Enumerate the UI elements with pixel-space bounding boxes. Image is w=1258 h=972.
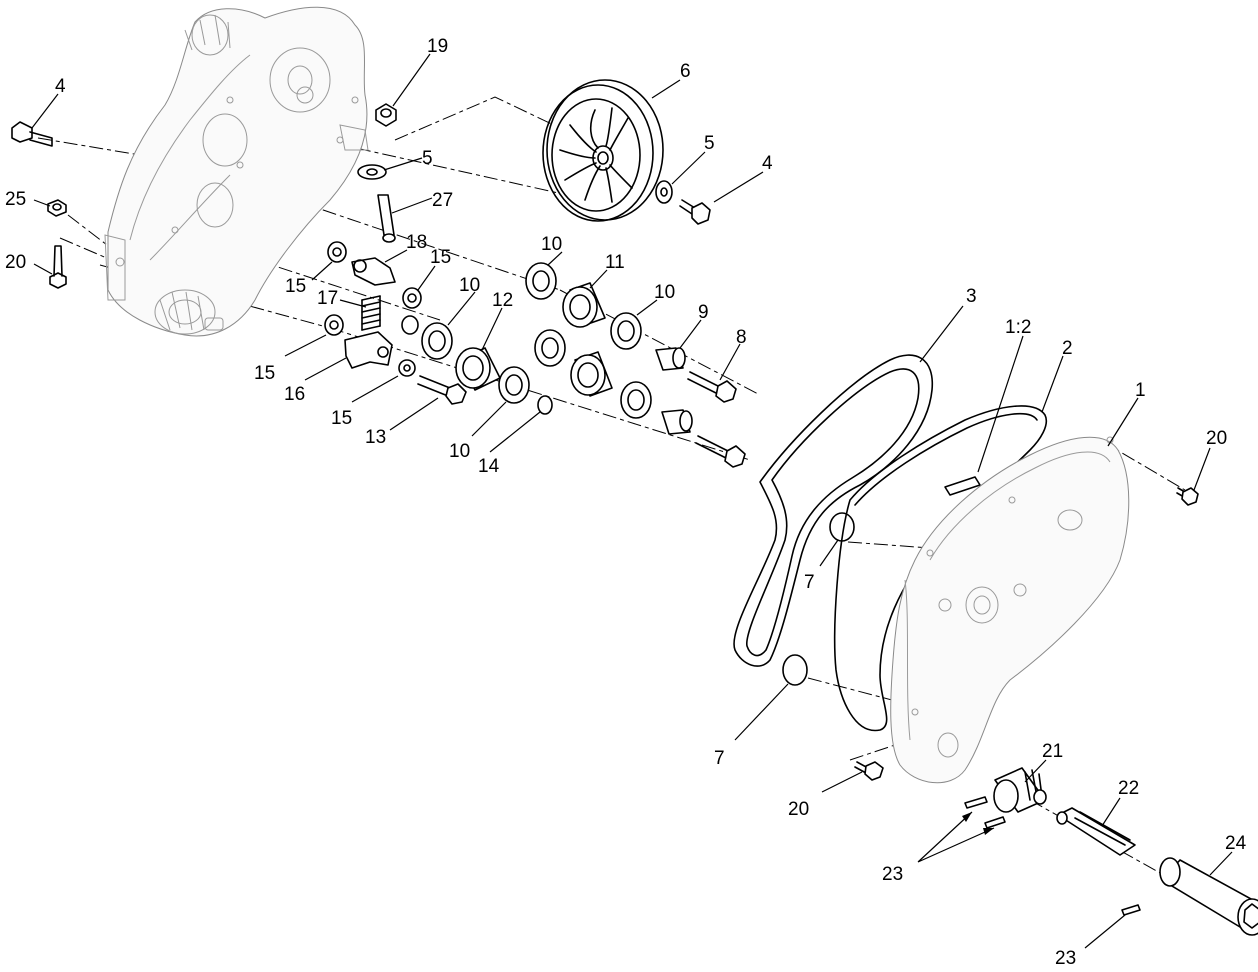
spacer-15-top <box>327 241 347 263</box>
callout-10-d: 10 <box>449 441 470 462</box>
bolt-8-upper <box>687 371 737 403</box>
callout-10-b: 10 <box>654 282 675 303</box>
callout-12: 12 <box>492 290 513 311</box>
washer-5-right <box>655 180 673 204</box>
bolt-4-right <box>679 199 711 225</box>
callout-9: 9 <box>698 302 709 323</box>
spring-17 <box>361 295 381 331</box>
callout-5-right: 5 <box>704 133 715 154</box>
bolt-4-left <box>11 121 53 147</box>
callout-24: 24 <box>1225 833 1247 854</box>
pin-23-b <box>984 816 1006 829</box>
callout-labels: 4 25 20 19 5 27 6 5 4 18 15 15 17 15 16 … <box>5 36 1247 969</box>
bolt-20-right <box>1176 487 1199 506</box>
roller-12 <box>455 347 501 391</box>
bolt-20-left <box>49 245 67 289</box>
callout-6: 6 <box>680 61 691 82</box>
callout-3: 3 <box>966 286 977 307</box>
callout-23-a: 23 <box>882 864 903 885</box>
callout-4-left: 4 <box>55 76 66 97</box>
gear-housing <box>104 6 369 337</box>
callout-1-2: 1:2 <box>1005 317 1031 338</box>
callout-10-c: 10 <box>459 275 480 296</box>
seal-strip <box>944 476 981 496</box>
callout-20-bottom: 20 <box>788 799 809 820</box>
callout-7-upper: 7 <box>804 572 815 593</box>
callout-15-upper: 15 <box>430 247 451 268</box>
washer-5-left <box>357 164 387 180</box>
callout-23-b: 23 <box>1055 948 1076 969</box>
bearing-10-a <box>525 262 557 300</box>
callout-2: 2 <box>1062 338 1073 359</box>
bearing-10-f <box>620 381 652 419</box>
callout-15-top: 15 <box>285 276 306 297</box>
callout-25: 25 <box>5 189 26 210</box>
leader-lines <box>31 53 1233 949</box>
roller-11-lower <box>570 351 613 397</box>
bolt-20-bottom <box>854 761 884 781</box>
bearing-10-d <box>534 329 566 367</box>
callout-4-right: 4 <box>762 153 773 174</box>
drive-belt <box>733 354 934 667</box>
callout-19: 19 <box>427 36 448 57</box>
callout-22: 22 <box>1118 778 1139 799</box>
callout-11: 11 <box>605 252 625 273</box>
snap-ring-14 <box>537 395 553 415</box>
callout-21: 21 <box>1042 741 1063 762</box>
callout-5-left: 5 <box>422 148 433 169</box>
drive-cover <box>890 436 1130 784</box>
handle-24 <box>1159 857 1258 936</box>
roller-11-upper <box>562 282 606 328</box>
shaft-22 <box>1056 807 1136 856</box>
idler-arm-18 <box>351 257 396 286</box>
callout-16: 16 <box>284 384 305 405</box>
callout-20-right: 20 <box>1206 428 1227 449</box>
callout-8: 8 <box>736 327 747 348</box>
callout-13: 13 <box>365 427 386 448</box>
bracket-16 <box>344 331 393 369</box>
callout-15-lower: 15 <box>331 408 352 429</box>
callout-27: 27 <box>432 190 453 211</box>
spacer-15-mid <box>401 315 419 335</box>
callout-18: 18 <box>406 232 427 253</box>
bushing-9-lower <box>661 409 693 435</box>
coupler-21 <box>993 767 1047 813</box>
bearing-10-c <box>421 322 453 360</box>
callout-14: 14 <box>478 456 500 477</box>
nut-19 <box>375 103 397 127</box>
callout-7-lower: 7 <box>714 748 725 769</box>
spacer-15-left <box>324 314 344 336</box>
bolt-8-lower <box>695 435 746 468</box>
callout-20-left: 20 <box>5 252 26 273</box>
spacer-15-upper <box>402 287 422 309</box>
pin-27 <box>377 194 396 243</box>
callout-17: 17 <box>317 288 338 309</box>
bearing-10-b <box>610 312 642 350</box>
pin-23-c <box>1121 904 1141 916</box>
pulley-wheel <box>542 79 664 222</box>
callout-1: 1 <box>1135 380 1146 401</box>
callout-15-left: 15 <box>254 363 275 384</box>
o-ring-7-lower <box>782 654 808 686</box>
bearing-10-e <box>498 366 530 404</box>
pin-23-a <box>964 796 988 809</box>
bushing-9-upper <box>655 347 686 371</box>
bolt-13 <box>417 375 467 405</box>
nut-25 <box>47 199 67 217</box>
callout-10-a: 10 <box>541 234 562 255</box>
washer-15-lower <box>398 359 416 377</box>
